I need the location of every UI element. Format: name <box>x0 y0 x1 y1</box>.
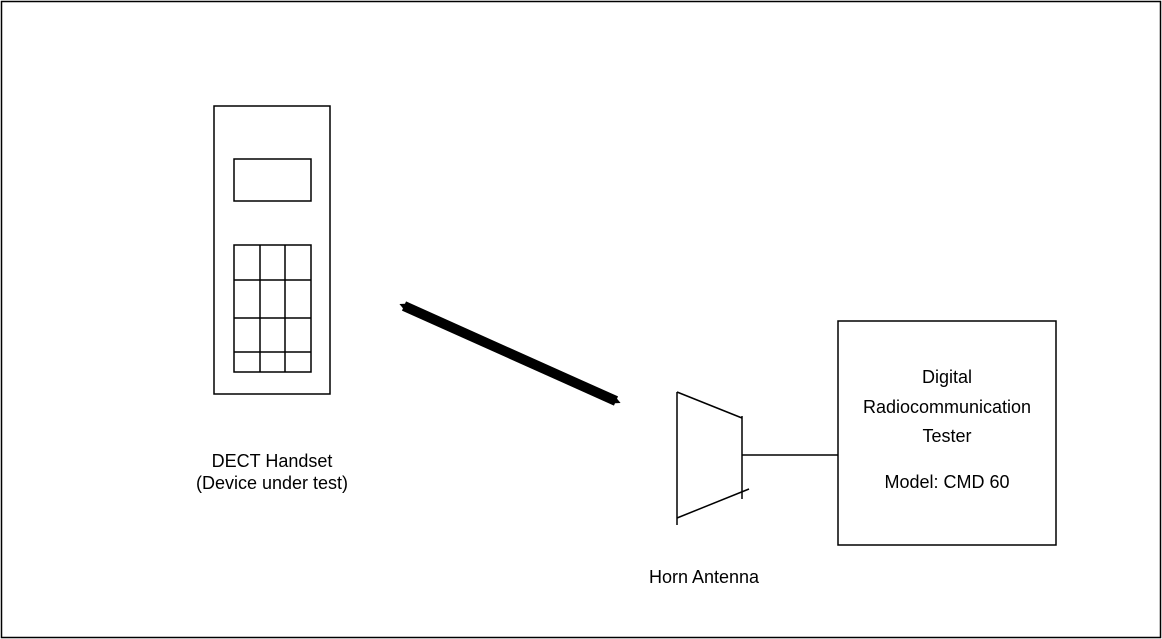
dect-handset-icon <box>213 105 331 395</box>
tester-model-label: Model: CMD 60 <box>884 472 1010 492</box>
wireless-link-arrow <box>399 301 621 406</box>
handset-label-line2: (Device under test) <box>195 473 349 493</box>
tester-label-line3: Tester <box>922 426 972 446</box>
horn-antenna-label: Horn Antenna <box>648 567 760 587</box>
handset-body <box>213 105 331 395</box>
horn-antenna-icon <box>676 391 750 525</box>
handset-label-line1: DECT Handset <box>211 451 333 471</box>
handset-keypad <box>233 244 312 373</box>
tester-box <box>837 320 1057 546</box>
tester-label-line2: Radiocommunication <box>862 397 1032 417</box>
handset-display <box>233 158 312 202</box>
tester-label-line1: Digital <box>921 367 973 387</box>
